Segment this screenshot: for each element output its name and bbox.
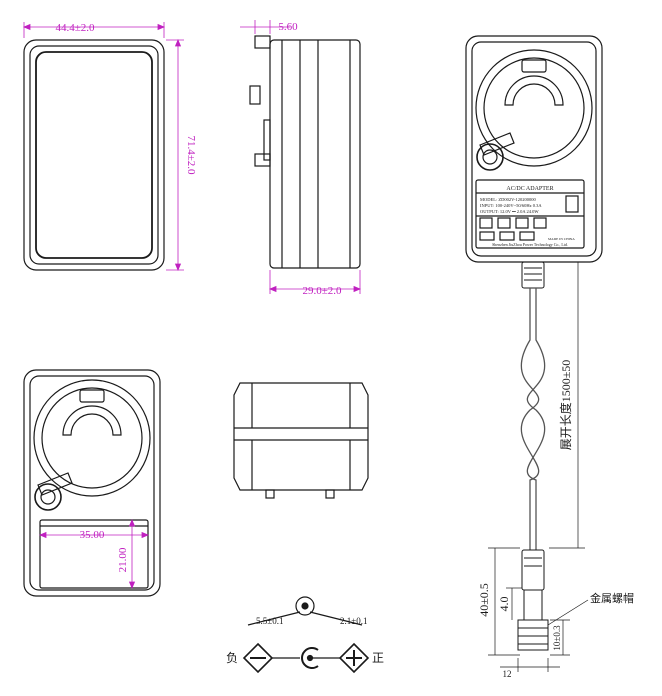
positive-terminal-icon bbox=[338, 642, 370, 674]
back-plug-ring bbox=[475, 49, 593, 167]
cable-dimensions bbox=[488, 261, 589, 672]
plate-line-output: OUTPUT: 12.0V ⎓ 2.0A 24.0W bbox=[480, 209, 539, 214]
side-pin-base bbox=[263, 119, 271, 161]
front-height-label: 71.4±2.0 bbox=[185, 135, 197, 175]
tip-diameter-label: 10±0.3 bbox=[552, 625, 562, 651]
back-inner-outline bbox=[471, 41, 597, 257]
label-dimensions bbox=[38, 518, 150, 590]
label-width-value: 35.00 bbox=[80, 529, 105, 541]
plug-side-view bbox=[23, 369, 161, 597]
back-lock-knob bbox=[476, 143, 504, 171]
dc-plug-barrel bbox=[523, 589, 543, 621]
metal-sleeve-label: 金属螺帽 bbox=[590, 591, 634, 605]
plug-width-label: 12 bbox=[503, 669, 512, 679]
side-body-outline bbox=[269, 39, 361, 269]
cable-assembly bbox=[517, 261, 549, 651]
plate-manufacturer: Shenzhen JiuZhou Power Technology Co., L… bbox=[492, 242, 568, 248]
side-pin-top bbox=[249, 85, 261, 105]
polarity-outer-circle bbox=[295, 596, 315, 616]
cable-upper bbox=[520, 288, 540, 550]
side-view bbox=[249, 35, 361, 269]
back-view bbox=[465, 35, 603, 263]
polarity-symbol bbox=[242, 596, 370, 674]
negative-label: 负 bbox=[226, 651, 238, 665]
plate-title: AC/DC ADAPTER bbox=[506, 186, 553, 192]
front-width-label: 44.4±2.0 bbox=[55, 22, 95, 34]
back-plug-slot bbox=[504, 75, 564, 106]
polarity-center-icon bbox=[301, 647, 319, 669]
negative-terminal-icon bbox=[242, 642, 274, 674]
bottom-view bbox=[233, 382, 369, 499]
label-height-value: 21.00 bbox=[117, 547, 129, 572]
label-area bbox=[39, 519, 149, 589]
plate-made-in: MADE IN CHINA bbox=[548, 237, 575, 241]
rating-plate bbox=[475, 179, 585, 249]
front-view bbox=[23, 39, 165, 271]
metal-sleeve bbox=[517, 619, 549, 651]
plug-outer-outline bbox=[23, 369, 161, 597]
front-inner-outline bbox=[29, 45, 159, 265]
side-pin-tab bbox=[254, 35, 271, 49]
inner-diameter-label: 2.1±0.1 bbox=[340, 616, 367, 626]
dc-plug-body bbox=[521, 549, 545, 591]
positive-label: 正 bbox=[372, 651, 384, 665]
front-dimensions bbox=[22, 22, 184, 272]
plug-tip-label: 4.0 bbox=[497, 597, 511, 612]
bottom-body-outline bbox=[233, 382, 369, 491]
plate-line-model: MODEL: ZD002V-120200000 bbox=[480, 197, 536, 202]
plate-line-input: INPUT: 100-240V~50/60Hz 0.3A bbox=[480, 203, 542, 208]
cable-upper-strand bbox=[526, 288, 546, 550]
front-outer-outline bbox=[23, 39, 165, 271]
cable-length-label: 展开长度1500±50 bbox=[558, 360, 573, 451]
side-dimensions bbox=[240, 20, 362, 294]
side-depth-label: 29.0±2.0 bbox=[302, 285, 342, 297]
plug-lock-knob bbox=[34, 483, 62, 511]
plug-ring bbox=[33, 379, 151, 497]
front-face-panel bbox=[35, 51, 153, 259]
outer-diameter-label: 5.5±0.1 bbox=[256, 616, 283, 626]
side-pin-label: 5.60 bbox=[278, 21, 298, 33]
side-pin-tab-lower bbox=[254, 153, 271, 167]
strain-relief bbox=[521, 261, 545, 289]
plug-length-label: 40±0.5 bbox=[477, 583, 491, 617]
